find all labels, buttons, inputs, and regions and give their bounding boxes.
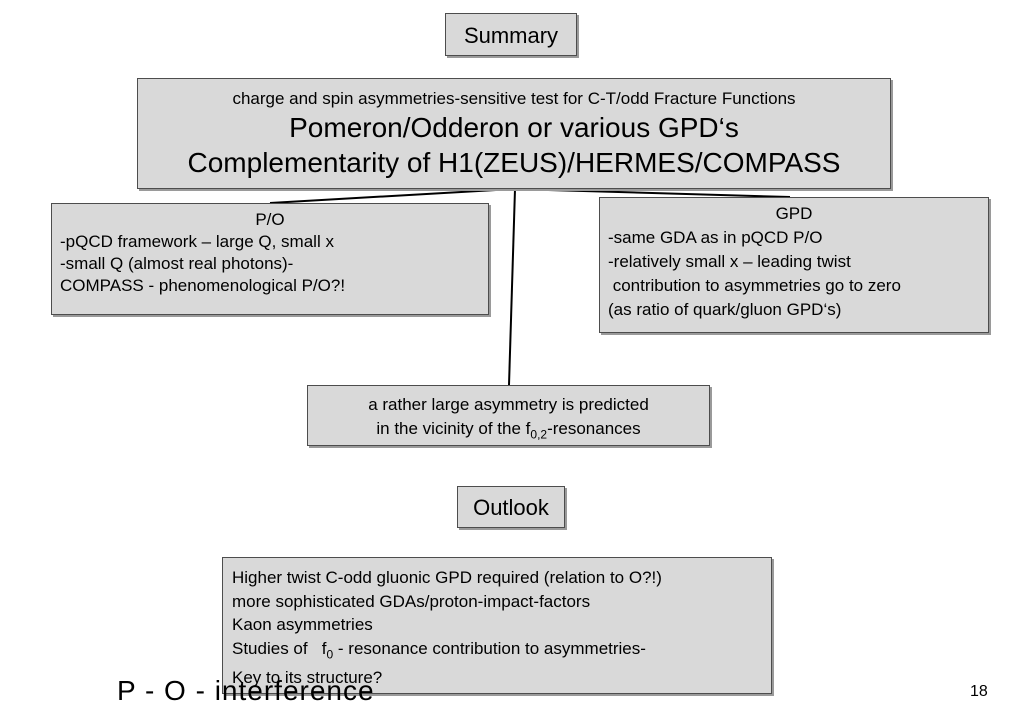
outlook-text: Studies of f [232,638,327,658]
outlook-item: Studies of f0 - resonance contribution t… [232,637,771,667]
gpd-heading: GPD [775,204,813,223]
po-line: COMPASS - phenomenological P/O?! [60,276,346,295]
outlook-item: more sophisticated GDAs/proton-impact-fa… [232,591,591,611]
po-heading: P/O [255,210,285,229]
connector-main-to-gpd [512,188,791,198]
gpd-box: GPD -same GDA as in pQCD P/O -relatively… [599,197,989,333]
f-subscript: 0 [326,646,334,661]
connector-main-to-po [269,188,514,204]
main-line-complementarity: Complementarity of H1(ZEUS)/HERMES/COMPA… [187,147,841,178]
f-subscript: 0,2 [530,427,548,442]
gpd-line: -relatively small x – leading twist [608,252,851,271]
connector-main-to-prediction [508,188,516,386]
summary-heading: Summary [445,13,577,56]
gpd-line: contribution to asymmetries go to zero [608,276,901,295]
prediction-line: a rather large asymmetry is predicted [368,395,649,414]
main-line-pomeron: Pomeron/Odderon or various GPD‘s [289,112,739,143]
main-topic-box: charge and spin asymmetries-sensitive te… [137,78,891,189]
outlook-list: Higher twist C-odd gluonic GPD required … [222,557,772,694]
gpd-line: -same GDA as in pQCD P/O [608,228,823,247]
outlook-text: - resonance contribution to asymmetries- [333,638,646,658]
prediction-line: in the vicinity of the f0,2-resonances [308,417,709,446]
po-line: -small Q (almost real photons)- [60,254,294,273]
prediction-text: -resonances [547,419,641,438]
outlook-item: Key to its structure? [232,668,383,688]
outlook-item: Higher twist C-odd gluonic GPD required … [232,568,662,587]
prediction-text: in the vicinity of the f [376,419,531,438]
po-box: P/O -pQCD framework – large Q, small x -… [51,203,489,315]
po-line: -pQCD framework – large Q, small x [60,232,334,251]
gpd-line: (as ratio of quark/gluon GPD‘s) [608,300,842,319]
slide-footer-title: P - O - interference [117,675,375,706]
outlook-item: Kaon asymmetries [232,615,373,634]
page-number: 18 [970,683,988,700]
outlook-heading: Outlook [457,486,565,528]
main-subtitle: charge and spin asymmetries-sensitive te… [232,89,796,108]
prediction-box: a rather large asymmetry is predicted in… [307,385,710,446]
